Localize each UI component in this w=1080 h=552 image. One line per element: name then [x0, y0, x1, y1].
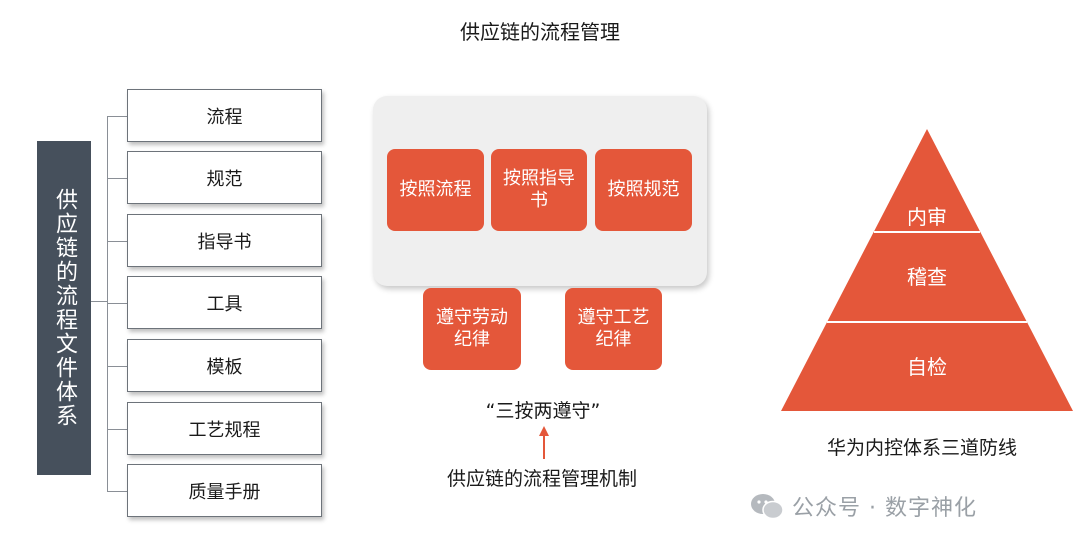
- bracket-connector: [91, 301, 107, 302]
- connector-stub: [107, 241, 127, 242]
- file-type-craft-rules: 工艺规程: [127, 402, 322, 455]
- connector-stub: [107, 366, 127, 367]
- up-arrow-icon: [539, 426, 549, 459]
- page-title: 供应链的流程管理: [460, 20, 620, 44]
- pyramid-level-internal-audit: 内审: [907, 205, 947, 229]
- defense-pyramid: [781, 129, 1073, 411]
- follow-process-box: 按照流程: [387, 149, 484, 231]
- connector-stub: [107, 429, 127, 430]
- file-type-process: 流程: [127, 89, 322, 142]
- file-type-template: 模板: [127, 339, 322, 392]
- mechanism-subtitle: 供应链的流程管理机制: [446, 468, 637, 490]
- file-type-specification: 规范: [127, 151, 322, 204]
- wechat-icon: [751, 494, 784, 520]
- craft-discipline-box: 遵守工艺纪律: [565, 288, 662, 370]
- labor-discipline-box: 遵守劳动纪律: [423, 288, 521, 370]
- file-system-label: 供应链的流程文件体系: [37, 141, 91, 475]
- defense-lines-caption: 华为内控体系三道防线: [826, 437, 1017, 459]
- pyramid-level-inspection: 稽查: [907, 265, 947, 289]
- pyramid-level-self-check: 自检: [907, 355, 947, 379]
- three-follow-caption: “三按两遵守”: [485, 400, 601, 422]
- watermark: 公众号 · 数字神化: [750, 490, 977, 522]
- connector-stub: [107, 116, 127, 117]
- file-type-tools: 工具: [127, 276, 322, 329]
- follow-spec-box: 按照规范: [595, 149, 692, 231]
- watermark-text: 公众号 · 数字神化: [792, 496, 977, 521]
- connector-stub: [107, 491, 127, 492]
- connector-stub: [107, 303, 127, 304]
- file-type-guide: 指导书: [127, 214, 322, 267]
- file-type-quality-manual: 质量手册: [127, 464, 322, 517]
- connector-stub: [107, 178, 127, 179]
- file-system-label-text: 供应链的流程文件体系: [52, 188, 77, 428]
- follow-guide-box: 按照指导书: [491, 149, 587, 231]
